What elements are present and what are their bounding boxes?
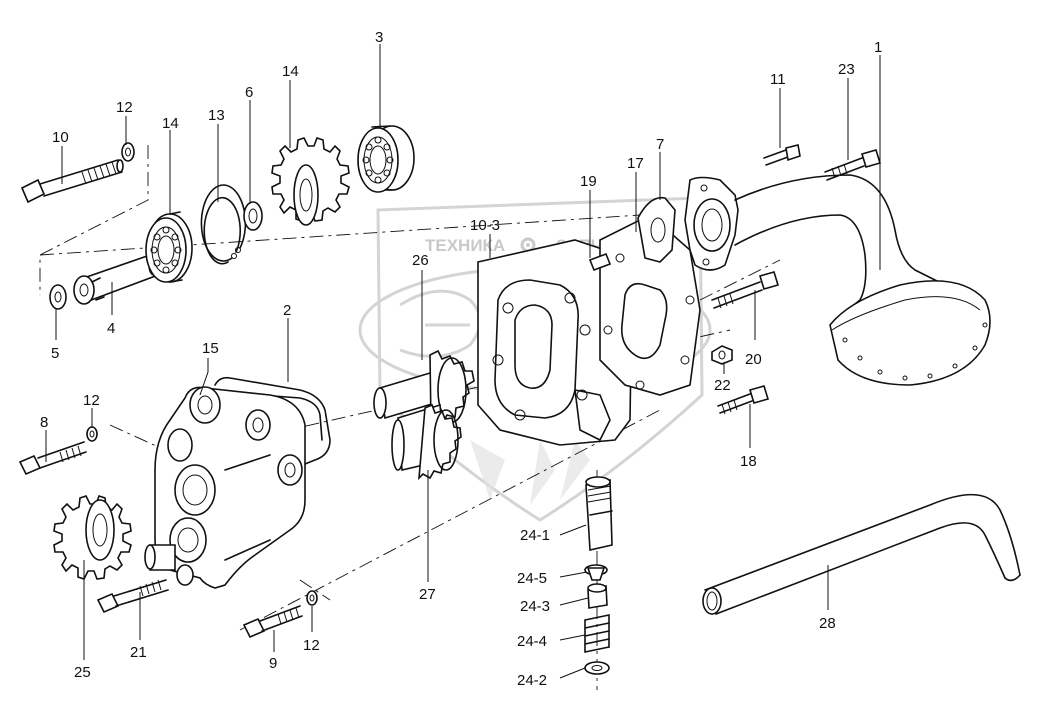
callout-2: 2 [283, 302, 291, 319]
callout-26: 26 [412, 252, 429, 269]
valve-spring-24-4 [584, 614, 610, 653]
valve-plunger-24-3 [587, 583, 608, 609]
bolt-21 [96, 579, 169, 614]
callout-7: 7 [656, 136, 664, 153]
gasket-2 [214, 376, 331, 471]
callout-5: 5 [51, 345, 59, 362]
suction-pipe-1 [684, 174, 991, 386]
gear-26 [373, 349, 475, 427]
callout-1: 1 [874, 39, 882, 56]
housing-15 [144, 386, 306, 589]
pump-body-10-3 [477, 239, 633, 446]
callout-14-top: 14 [282, 63, 299, 80]
watermark-text-left: ТЕХНИКА [425, 236, 505, 255]
callout-24-4: 24-4 [517, 633, 547, 650]
callout-19: 19 [580, 173, 597, 190]
callout-10: 10 [52, 129, 69, 146]
bearing-14-left [145, 211, 193, 283]
callout-21: 21 [130, 644, 147, 661]
callout-15: 15 [202, 340, 219, 357]
bearing-3 [357, 125, 415, 193]
bolt-20 [711, 271, 780, 309]
washer-12-bottom [306, 590, 318, 606]
leader-lines [45, 44, 881, 679]
callout-8: 8 [40, 414, 48, 431]
relief-valve-24-1 [585, 476, 613, 551]
ring-6 [243, 201, 263, 231]
pin-19 [588, 252, 612, 272]
callout-9: 9 [269, 655, 277, 672]
bolt-23 [824, 149, 882, 181]
nut-22 [711, 345, 733, 365]
gear-25 [53, 494, 132, 580]
callout-24-2: 24-2 [517, 672, 547, 689]
callout-4: 4 [107, 320, 115, 337]
callout-12-top: 12 [116, 99, 133, 116]
callout-11: 11 [770, 71, 786, 88]
callout-27: 27 [419, 586, 436, 603]
gear-14-top [271, 136, 350, 226]
callout-17: 17 [627, 155, 644, 172]
hose-28 [702, 493, 1021, 615]
gear-27 [391, 403, 462, 481]
valve-washer-24-2 [584, 661, 610, 675]
callout-12-middle: 12 [83, 392, 100, 409]
callout-14-left: 14 [162, 115, 179, 132]
callout-6: 6 [245, 84, 253, 101]
callout-22: 22 [714, 377, 731, 394]
callout-12-bottom: 12 [303, 637, 320, 654]
callout-labels: 1 2 3 4 5 6 7 8 9 10 10-3 11 12 12 12 13… [40, 29, 882, 689]
callout-18: 18 [740, 453, 757, 470]
washer-12-middle [86, 426, 98, 442]
callout-24-1: 24-1 [520, 527, 550, 544]
callout-10-3: 10-3 [470, 217, 500, 234]
callout-3: 3 [375, 29, 383, 46]
callout-25: 25 [74, 664, 91, 681]
callout-24-3: 24-3 [520, 598, 550, 615]
washer-5 [49, 284, 67, 310]
washer-12-top [121, 142, 135, 162]
callout-13: 13 [208, 107, 225, 124]
snap-ring-13 [200, 184, 247, 265]
bolt-9 [242, 605, 303, 639]
bolt-8 [18, 441, 87, 476]
callout-23: 23 [838, 61, 855, 78]
valve-cap-24-5 [584, 564, 608, 581]
gasket-7 [637, 196, 676, 263]
callout-24-5: 24-5 [517, 570, 547, 587]
shaft-4 [73, 253, 160, 305]
callout-20: 20 [745, 351, 762, 368]
bolt-11 [763, 144, 801, 166]
callout-28: 28 [819, 615, 836, 632]
bolt-10 [20, 159, 124, 204]
bolt-18 [717, 385, 770, 415]
